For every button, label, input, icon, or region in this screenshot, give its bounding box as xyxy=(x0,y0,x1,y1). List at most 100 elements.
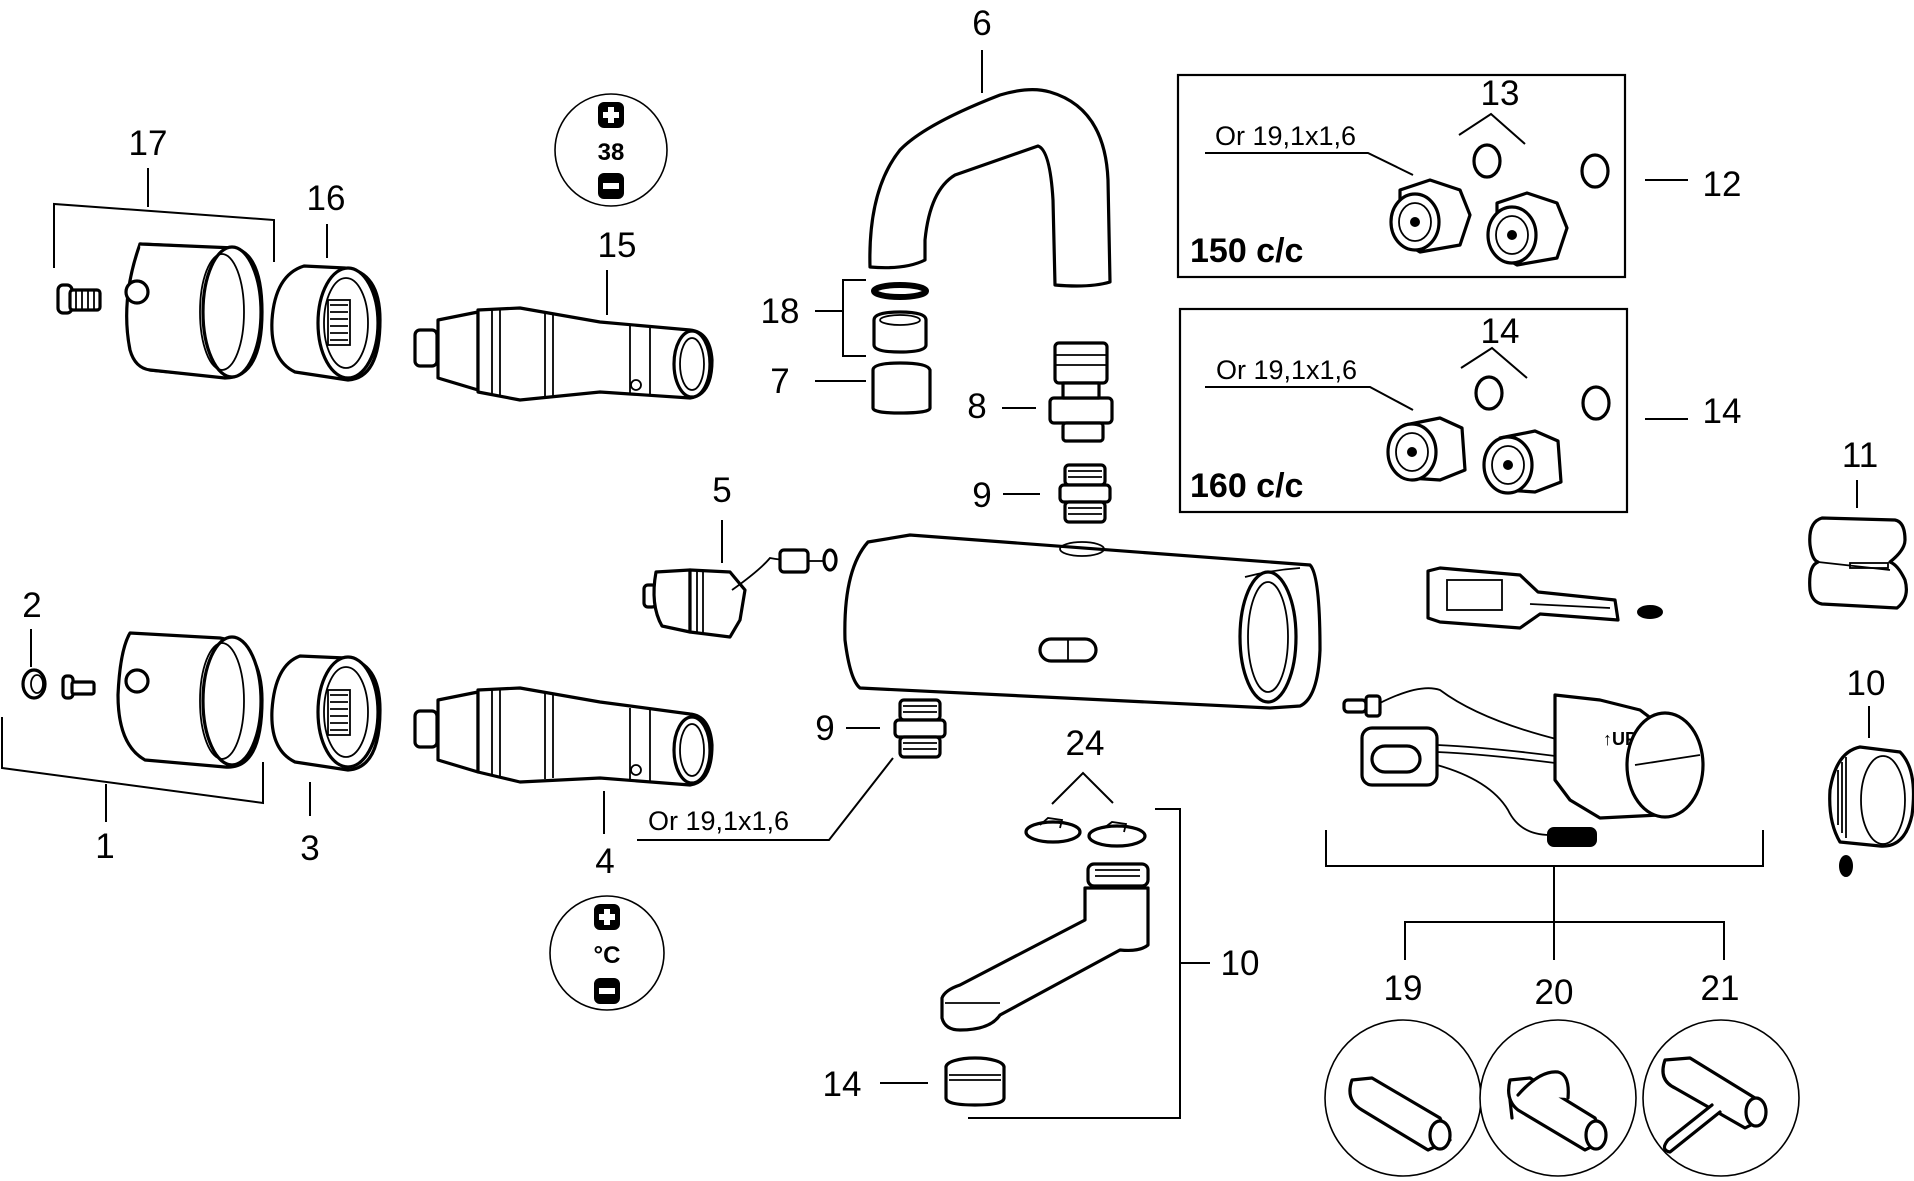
dial-value-38: 38 xyxy=(598,139,625,166)
callout-6: 6 xyxy=(972,4,992,93)
label-24: 24 xyxy=(1066,724,1105,763)
part-5-solenoid-valve xyxy=(642,548,838,639)
label-6: 6 xyxy=(972,4,991,43)
label-3: 3 xyxy=(300,829,319,868)
label-16: 14 xyxy=(823,1065,862,1104)
part-19-screw xyxy=(56,283,102,315)
minus-icon xyxy=(598,173,624,199)
label-4: 4 xyxy=(595,842,614,881)
temperature-dial-38: 38 xyxy=(554,93,668,207)
label-21: 19 xyxy=(1384,969,1423,1008)
callout-9-lower: 9 xyxy=(815,709,880,748)
label-22: 20 xyxy=(1535,973,1574,1012)
part-2-oring xyxy=(21,668,47,700)
callout-15: 14 xyxy=(1645,392,1741,431)
temperature-dial-celsius: °C xyxy=(549,895,665,1011)
kit-box-150: Or 19,1x1,6 150 c/c 13 xyxy=(1176,73,1627,279)
mixer-body xyxy=(843,533,1322,710)
label-12: 11 xyxy=(1842,436,1878,475)
callout-11: 10 xyxy=(968,808,1259,1119)
callout-7: 7 xyxy=(770,362,866,401)
callout-9-upper: 9 xyxy=(972,476,1040,515)
part-9-nipple-upper xyxy=(1058,463,1112,524)
callout-22: 20 xyxy=(1535,973,1574,1012)
callout-oring-lower: Or 19,1x1,6 xyxy=(637,757,894,841)
callout-12: 11 xyxy=(1842,436,1878,508)
part-17-cartridge xyxy=(413,306,714,402)
label-10: 10 xyxy=(1847,664,1886,703)
part-19-handle-assembly xyxy=(56,242,264,380)
callout-4: 4 xyxy=(595,791,615,881)
label-2: 2 xyxy=(22,586,41,625)
box-label-150: 150 c/c xyxy=(1190,232,1303,270)
part-19-handle-body xyxy=(124,242,264,380)
plus-icon xyxy=(594,904,620,930)
label-13: 12 xyxy=(1703,165,1742,204)
callout-2: 2 xyxy=(22,586,42,667)
part-20-seal-and-insert xyxy=(871,282,929,354)
oring-spec-label-160: Or 19,1x1,6 xyxy=(1216,355,1357,385)
callout-20: 18 xyxy=(761,279,866,357)
label-18: 16 xyxy=(307,179,346,218)
part-9-nipple-lower xyxy=(893,698,947,759)
variant-23-with-arm xyxy=(1642,1019,1800,1177)
callout-23: 21 xyxy=(1701,969,1740,1008)
label-23: 21 xyxy=(1701,969,1740,1008)
part-1-handle-body xyxy=(116,631,264,769)
label-9-upper: 9 xyxy=(972,476,991,515)
part-3-ring xyxy=(270,654,382,772)
box-label-160: 160 c/c xyxy=(1190,467,1303,505)
label-1: 1 xyxy=(95,827,114,866)
part-10-end-cap xyxy=(1828,745,1914,877)
oring-spec-label-150: Or 19,1x1,6 xyxy=(1215,121,1356,151)
dial-unit-celsius: °C xyxy=(594,942,621,969)
label-7: 7 xyxy=(770,362,789,401)
part-7-sleeve xyxy=(871,361,932,415)
check-valve-fitting xyxy=(1389,178,1472,254)
part-11-swivel-spout xyxy=(940,862,1150,1032)
callout-1: 1 xyxy=(1,717,264,866)
callout-8: 8 xyxy=(967,387,1036,426)
part-16-aerator xyxy=(944,1056,1006,1107)
part-18-ring xyxy=(270,264,382,382)
callout-5: 5 xyxy=(712,471,732,563)
label-9-lower: 9 xyxy=(815,709,834,748)
check-valve-fitting xyxy=(1482,429,1563,495)
callout-21: 19 xyxy=(1384,969,1423,1008)
callout-19: 17 xyxy=(53,124,275,268)
part-12-cap xyxy=(1808,516,1908,610)
label-14-b: 14 xyxy=(1481,312,1520,351)
kit-box-160: Or 19,1x1,6 160 c/c 14 xyxy=(1178,307,1629,514)
part-sensor-electronics-assembly: ↑UP xyxy=(1342,687,1705,847)
minus-icon xyxy=(594,978,620,1004)
label-15: 14 xyxy=(1703,392,1742,431)
part-4-cartridge xyxy=(413,686,714,787)
callout-18: 16 xyxy=(307,179,346,258)
variant-22-with-bar xyxy=(1479,1019,1637,1177)
check-valve-fitting xyxy=(1386,416,1467,482)
label-19: 17 xyxy=(129,124,168,163)
check-valve-fitting xyxy=(1486,191,1569,267)
part-1-handle-assembly xyxy=(61,631,264,769)
callout-16: 14 xyxy=(823,1065,928,1104)
variant-21-plain-body xyxy=(1324,1019,1482,1177)
label-14-a: 13 xyxy=(1481,74,1520,113)
part-24-clips xyxy=(1024,817,1147,848)
callout-10: 10 xyxy=(1847,664,1886,738)
callout-24: 24 xyxy=(1051,724,1114,805)
callout-13: 12 xyxy=(1645,165,1741,204)
label-17: 15 xyxy=(598,226,637,265)
part-6-spout xyxy=(868,88,1112,288)
oring-spec-label-lower: Or 19,1x1,6 xyxy=(648,806,789,836)
label-5: 5 xyxy=(712,471,731,510)
part-1-screw xyxy=(61,674,96,700)
plus-icon xyxy=(598,102,624,128)
label-8: 8 xyxy=(967,387,986,426)
callout-3: 3 xyxy=(300,782,320,868)
part-8-connector xyxy=(1048,341,1114,443)
callout-17: 15 xyxy=(598,226,637,315)
part-retaining-clip xyxy=(1426,566,1663,630)
label-20: 18 xyxy=(761,292,800,331)
callout-21-23-bracket xyxy=(1325,830,1764,960)
